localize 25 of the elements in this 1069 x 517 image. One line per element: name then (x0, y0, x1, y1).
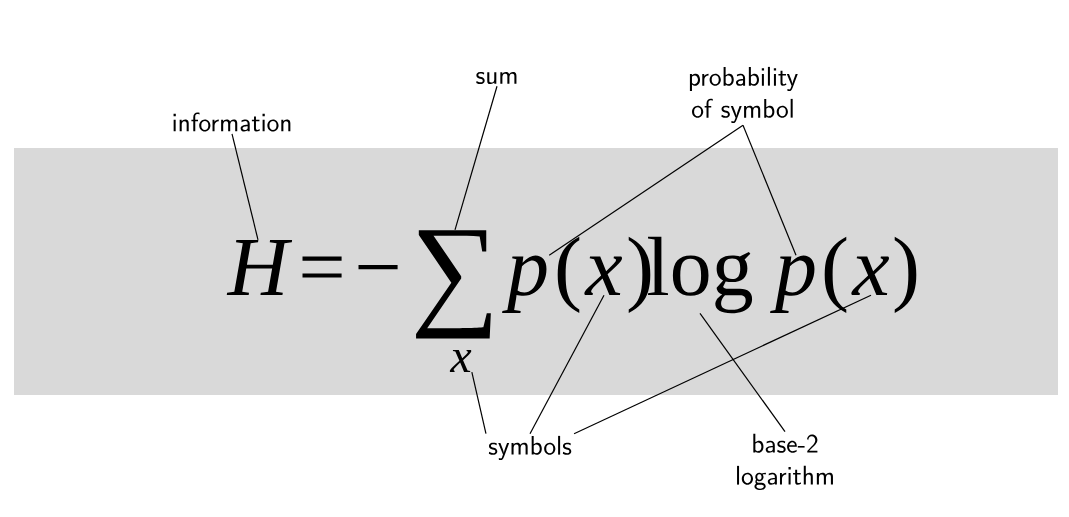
formula-symbol: ( (824, 236, 847, 313)
formula-symbol: − (358, 265, 398, 270)
formula-symbol: p (502, 255, 547, 313)
callout-label: information (173, 112, 291, 132)
callout-label: probability of symbol (689, 66, 798, 124)
leader-line (471, 371, 487, 435)
callout-label: base-2 logarithm (737, 433, 833, 491)
leader-line (548, 124, 744, 256)
formula-symbol: ( (557, 236, 580, 313)
formula-symbol: x (584, 256, 623, 295)
callout-label: symbols (488, 435, 572, 461)
formula-symbol: ) (894, 236, 917, 313)
leader-line (529, 294, 605, 435)
leader-line (573, 294, 872, 435)
leader-line (742, 124, 797, 256)
callout-label: sum (476, 71, 517, 85)
leader-line (454, 85, 498, 231)
formula-symbol: x (449, 349, 472, 372)
formula-symbol: H (226, 240, 293, 295)
leader-line (231, 133, 259, 241)
formula-symbol: = (302, 256, 342, 278)
formula-symbol: p (770, 255, 815, 313)
formula-symbol: x (851, 256, 889, 295)
summation-sign: ∑ (416, 230, 491, 339)
leader-line (699, 312, 786, 433)
